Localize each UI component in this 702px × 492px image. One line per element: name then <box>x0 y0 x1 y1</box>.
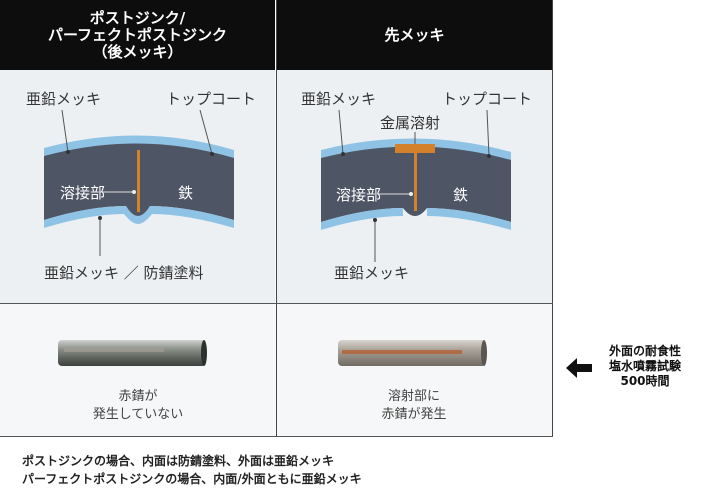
caption-left-line2: 発生していない <box>92 407 184 422</box>
header-post-zinc-line2: パーフェクトポストジンク <box>47 25 228 44</box>
bottom-border <box>0 436 553 437</box>
weld-line <box>137 150 140 212</box>
caption-left: 赤錆が 発生していない <box>88 388 188 424</box>
metal-spray-patch <box>395 144 435 153</box>
rust-streak <box>342 350 462 354</box>
side-note-line1: 外面の耐食性 <box>608 344 681 358</box>
right-border <box>552 0 553 437</box>
footnote-2: パーフェクトポストジンクの場合、内面/外面ともに亜鉛メッキ <box>22 472 362 486</box>
header-post-zinc: ポストジンク/ パーフェクトポストジンク （後メッキ） <box>0 0 275 70</box>
weld-line <box>414 153 417 211</box>
header-post-zinc-line1: ポストジンク/ <box>89 8 186 27</box>
side-note: 外面の耐食性 塩水噴霧試験 500時間 <box>595 344 695 389</box>
label-weld-right: 溶接部 <box>336 186 382 204</box>
left-arrow-icon <box>566 358 592 378</box>
label-iron-left: 鉄 <box>178 184 194 202</box>
label-zinc-top-left: 亜鉛メッキ <box>26 90 102 108</box>
header-post-zinc-line3: （後メッキ） <box>92 42 183 61</box>
inner-zinc-coat-right <box>427 208 511 230</box>
inner-coat <box>44 206 234 228</box>
caption-left-line1: 赤錆が <box>118 389 158 404</box>
row-divider <box>0 303 553 304</box>
caption-right-line2: 赤錆が発生 <box>381 407 447 422</box>
caption-right-line1: 溶射部に <box>387 389 440 404</box>
label-metal-spray: 金属溶射 <box>380 114 441 132</box>
label-zinc-top-right: 亜鉛メッキ <box>301 90 377 108</box>
label-topcoat-right: トップコート <box>442 90 533 108</box>
footnote-1: ポストジンクの場合、内面は防錆塗料、外面は亜鉛メッキ <box>22 454 335 468</box>
inner-zinc-coat <box>321 208 403 230</box>
rod-photo-left <box>58 340 207 366</box>
header-pre-galvanized-text: 先メッキ <box>384 25 445 44</box>
side-note-line2: 塩水噴霧試験 <box>608 359 681 373</box>
label-topcoat-left: トップコート <box>166 90 257 108</box>
label-inner-right: 亜鉛メッキ <box>334 264 410 282</box>
label-iron-right: 鉄 <box>453 186 469 204</box>
cross-section-diagram-left <box>44 109 234 256</box>
caption-right: 溶射部に 赤錆が発生 <box>364 388 464 424</box>
label-weld-left: 溶接部 <box>60 184 106 202</box>
side-note-line3: 500時間 <box>620 374 670 388</box>
rod-panel-right <box>277 304 552 436</box>
outer-zinc-coat <box>321 138 511 162</box>
rod-photo-right <box>338 340 487 366</box>
column-divider <box>276 0 277 437</box>
label-inner-left: 亜鉛メッキ ／ 防錆塗料 <box>44 264 204 282</box>
header-pre-galvanized: 先メッキ <box>277 0 552 70</box>
cross-section-diagram-right <box>321 109 511 262</box>
outer-zinc-coat <box>44 135 234 160</box>
rod-panel-left <box>0 304 275 436</box>
